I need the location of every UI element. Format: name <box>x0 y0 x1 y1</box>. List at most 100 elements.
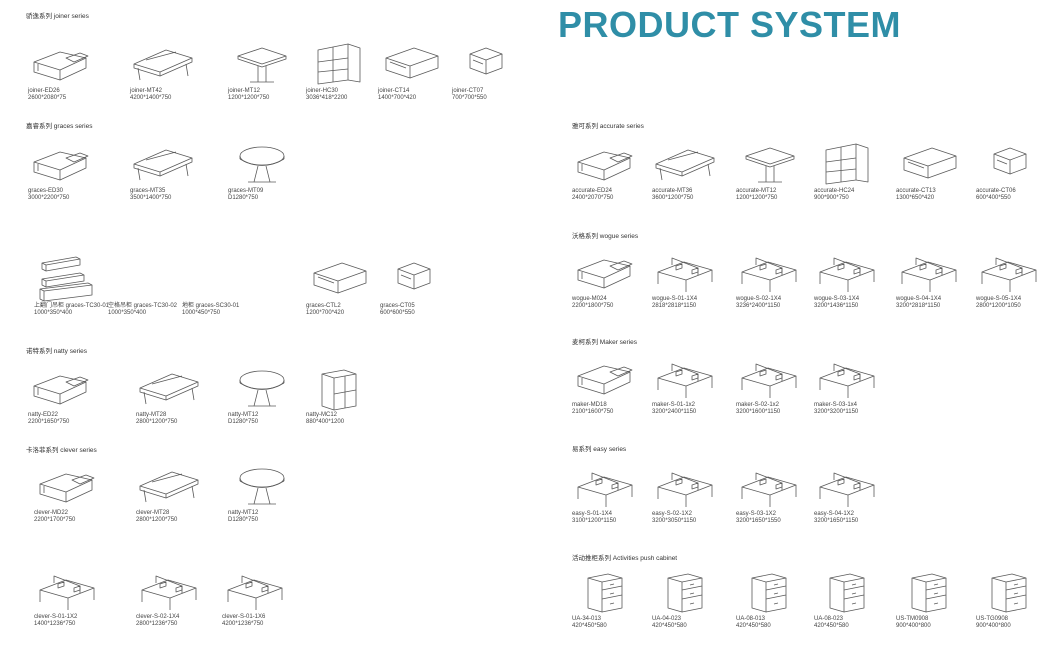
series-label: 活动推柜系列 Activities push cabinet <box>572 555 678 562</box>
product-size: 900*400*800 <box>976 623 1011 629</box>
product-model: US-TG0908 <box>976 616 1009 622</box>
meeting-table-icon <box>655 149 715 181</box>
side-table-icon <box>993 147 1027 175</box>
series-label: 嘉睿系列 graces series <box>26 123 93 130</box>
meeting-table-icon <box>139 471 199 503</box>
product-model: graces-ED30 <box>28 188 64 194</box>
product-size: 1400*1236*750 <box>34 621 76 627</box>
cabinet-icon <box>321 369 357 411</box>
product-model: natty-MT28 <box>136 412 167 418</box>
product-size: 3000*2200*750 <box>28 195 70 201</box>
product-model: clever-S-01-1X6 <box>222 614 266 620</box>
product-size: 600*400*550 <box>976 195 1011 201</box>
product-model: US-TM0908 <box>896 616 929 622</box>
product-size: 900*400*800 <box>896 623 931 629</box>
product-model: wogue-M024 <box>572 296 607 302</box>
product-model: graces-MT09 <box>228 188 264 194</box>
product-size: 700*700*550 <box>452 95 487 101</box>
product-model: accurate-MT36 <box>652 188 693 194</box>
workstation-icon <box>741 472 797 507</box>
product-model: natty-MT12 <box>228 510 259 516</box>
side-table-icon <box>397 262 431 290</box>
wall-cabinet-icon <box>39 256 93 302</box>
meeting-table-icon <box>133 49 193 81</box>
product-size: 420*450*580 <box>572 623 607 629</box>
drawer-cabinet-icon <box>991 573 1027 613</box>
drawer-cabinet-icon <box>587 573 623 613</box>
product-model: natty-ED22 <box>28 412 59 418</box>
workstation-icon <box>657 257 713 292</box>
product-model: clever-MD22 <box>34 510 69 516</box>
product-size: 2600*2080*75 <box>28 95 67 101</box>
product-size: D1280*750 <box>228 195 259 201</box>
product-size: 1000*350*400 <box>34 310 73 316</box>
drawer-cabinet-icon <box>911 573 947 613</box>
product-size: 2200*1700*750 <box>34 517 76 523</box>
coffee-table-icon <box>313 262 367 294</box>
product-size: 3200*1650*1550 <box>736 518 781 524</box>
coffee-table-icon <box>903 147 957 179</box>
desk-l-icon <box>33 51 89 81</box>
coffee-table-icon <box>385 47 439 79</box>
product-model: wogue-S-02-1X4 <box>736 296 782 302</box>
drawer-cabinet-icon <box>751 573 787 613</box>
product-size: 600*600*550 <box>380 310 415 316</box>
square-table-icon <box>745 147 795 183</box>
product-size: 2800*1236*750 <box>136 621 178 627</box>
product-size: 3200*3200*1150 <box>814 409 859 415</box>
product-size: 3500*1400*750 <box>130 195 172 201</box>
page-title: PRODUCT SYSTEM <box>558 4 902 45</box>
product-size: 1400*700*420 <box>378 95 417 101</box>
desk-l-icon <box>577 259 633 289</box>
product-model: graces-CT05 <box>380 303 415 309</box>
product-size: 3600*1200*750 <box>652 195 694 201</box>
product-model: easy-S-01-1X4 <box>572 511 613 517</box>
product-size: 4200*1236*750 <box>222 621 264 627</box>
product-size: D1280*750 <box>228 419 259 425</box>
workstation-icon <box>577 472 633 507</box>
series-label: 雅可系列 accurate series <box>572 123 644 130</box>
meeting-table-icon <box>139 373 199 405</box>
product-model: wogue-S-05-1X4 <box>976 296 1022 302</box>
product-model: natty-MC12 <box>306 412 338 418</box>
product-model: joiner-CT14 <box>378 88 410 94</box>
desk-l-icon <box>577 365 633 395</box>
product-model: accurate-MT12 <box>736 188 777 194</box>
product-size: 3200*1600*1150 <box>736 409 781 415</box>
product-size: 1000*350*400 <box>108 310 147 316</box>
